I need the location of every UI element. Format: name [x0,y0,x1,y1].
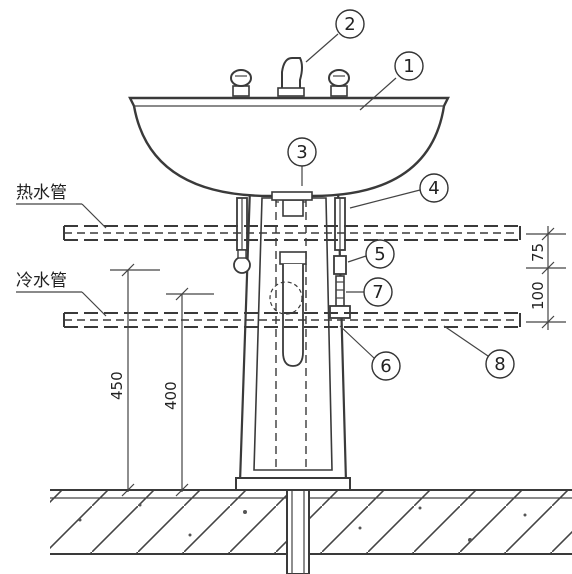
hot-pipe-label: 热水管 [16,183,107,229]
callout-2: 2 [305,9,365,63]
cold-water-pipe [63,312,521,328]
pedestal-stand [235,160,351,491]
svg-text:3: 3 [296,142,307,163]
svg-text:冷水管: 冷水管 [16,271,67,291]
dimension-400: 400 [162,287,214,497]
callout-4: 4 [349,173,449,209]
callout-8: 8 [443,325,515,379]
svg-text:热水管: 热水管 [16,183,67,203]
dimension-75: 75 [529,243,547,262]
callout-6: 6 [339,325,401,381]
callout-5: 5 [347,239,395,269]
dimension-100: 100 [529,281,547,310]
svg-text:450: 450 [108,371,126,400]
floor-slab [50,489,572,555]
cold-handle-icon [328,69,350,97]
faucet [277,57,305,97]
hot-water-pipe [63,225,521,241]
callout-7: 7 [346,277,393,307]
dimension-right: 75 100 [526,226,566,330]
callout-1: 1 [359,51,424,111]
svg-text:1: 1 [403,56,414,77]
cold-supply-riser [329,197,351,319]
svg-text:8: 8 [494,354,505,375]
callout-3: 3 [287,137,317,186]
svg-text:4: 4 [428,178,439,199]
svg-text:6: 6 [380,356,391,377]
svg-text:7: 7 [372,282,383,303]
svg-text:2: 2 [344,14,355,35]
cold-pipe-label: 冷水管 [16,271,107,317]
hot-supply-riser [233,197,251,274]
dimension-450: 450 [108,263,160,497]
hot-handle-icon [230,69,252,97]
svg-text:400: 400 [162,381,180,410]
svg-text:5: 5 [374,244,385,265]
